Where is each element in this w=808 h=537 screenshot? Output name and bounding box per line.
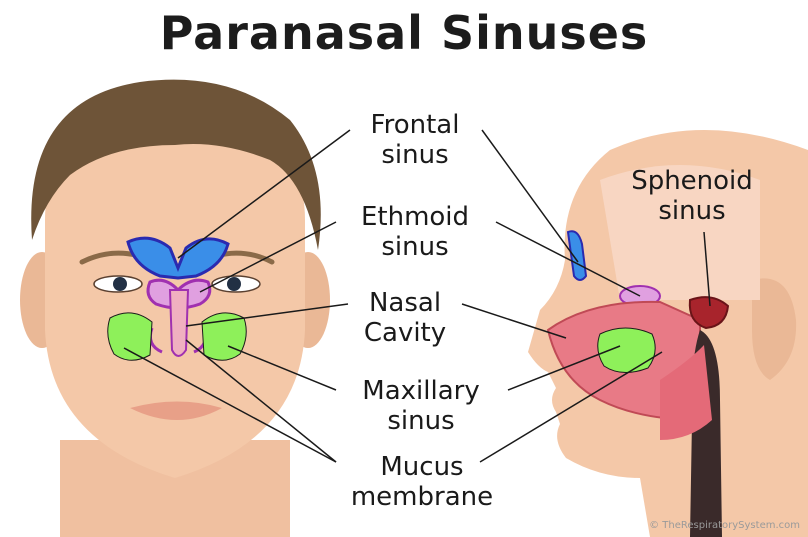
right-pupil (227, 277, 241, 291)
sphenoid-sinus-label: Sphenoid sinus (612, 166, 772, 226)
ethmoid-label-line1: Ethmoid (330, 202, 500, 232)
diagram-title: Paranasal Sinuses (0, 6, 808, 60)
frontal-label-line2: sinus (340, 140, 490, 170)
front-face (20, 80, 330, 537)
left-maxillary-sinus (108, 313, 152, 360)
ethmoid-sinus-label: Ethmoid sinus (330, 202, 500, 262)
mucus-label-line1: Mucus (322, 452, 522, 482)
ethmoid-label-line2: sinus (330, 232, 500, 262)
sphenoid-label-line2: sinus (612, 196, 772, 226)
sphenoid-label-line1: Sphenoid (612, 166, 772, 196)
nasal-label-line2: Cavity (340, 318, 470, 348)
mucus-label-line2: membrane (322, 482, 522, 512)
maxillary-label-line1: Maxillary (328, 376, 514, 406)
left-pupil (113, 277, 127, 291)
maxillary-sinus-label: Maxillary sinus (328, 376, 514, 436)
frontal-sinus-label: Frontal sinus (340, 110, 490, 170)
nasal-cavity-label: Nasal Cavity (340, 288, 470, 348)
nasal-label-line1: Nasal (340, 288, 470, 318)
mucus-membrane-label: Mucus membrane (322, 452, 522, 512)
nasal-cavity-front (170, 290, 188, 356)
maxillary-label-line2: sinus (328, 406, 514, 436)
credit-watermark: © TheRespiratorySystem.com (649, 520, 800, 531)
frontal-label-line1: Frontal (340, 110, 490, 140)
right-maxillary-sinus (202, 313, 246, 360)
profile-maxillary-sinus (598, 328, 655, 373)
